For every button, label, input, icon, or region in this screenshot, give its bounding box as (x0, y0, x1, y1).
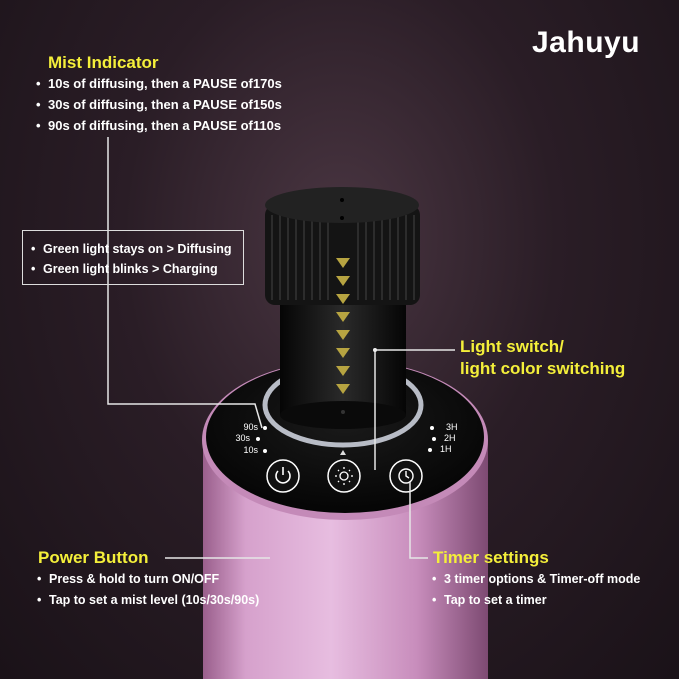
power-item1-bold: ON/OFF (171, 572, 220, 586)
light-status-box: Green light stays on > Diffusing Green l… (22, 230, 244, 285)
clock-icon (398, 468, 414, 484)
timer-level-1h: 1H (440, 444, 452, 454)
power-button-list: Press & hold to turn ON/OFF Tap to set a… (37, 569, 259, 611)
mist-indicator-title: Mist Indicator (48, 53, 159, 72)
timer-settings-list: 3 timer options & Timer-off mode Tap to … (432, 569, 640, 611)
list-item: Green light stays on > Diffusing (31, 239, 243, 259)
mist-level-30s: 30s (235, 433, 250, 443)
mist-level-90s: 90s (243, 422, 258, 432)
power-icon (275, 467, 291, 484)
mist-indicator-list: 10s of diffusing, then a PAUSE of170s 30… (36, 73, 282, 136)
list-item: 3 timer options & Timer-off mode (432, 569, 640, 590)
power-item1-text: Press & hold to turn (49, 572, 172, 586)
list-item: 30s of diffusing, then a PAUSE of150s (36, 94, 282, 115)
power-button (266, 459, 300, 493)
light-switch-title-line1: Light switch/ (460, 337, 564, 356)
timer-level-labels: 3H 2H 1H (440, 422, 458, 455)
timer-level-2h: 2H (444, 433, 456, 443)
arrow-indicator-icon (336, 258, 350, 394)
timer-settings-title: Timer settings (433, 548, 549, 567)
list-item: Tap to set a mist level (10s/30s/90s) (37, 590, 259, 611)
cap-top (265, 187, 419, 223)
list-item: Press & hold to turn ON/OFF (37, 569, 259, 590)
power-button-title: Power Button (38, 548, 149, 567)
light-button (327, 459, 361, 493)
light-icon (335, 467, 353, 485)
mist-level-labels: 90s 30s 10s (224, 422, 258, 456)
timer-level-3h: 3H (446, 422, 458, 432)
light-switch-title: Light switch/ light color switching (460, 336, 625, 380)
list-item: 10s of diffusing, then a PAUSE of170s (36, 73, 282, 94)
light-switch-title-line2: light color switching (460, 359, 626, 378)
list-item: Tap to set a timer (432, 590, 640, 611)
mist-level-10s: 10s (243, 445, 258, 455)
brand-logo: Jahuyu (532, 26, 641, 59)
list-item: Green light blinks > Charging (31, 259, 243, 279)
list-item: 90s of diffusing, then a PAUSE of110s (36, 115, 282, 136)
